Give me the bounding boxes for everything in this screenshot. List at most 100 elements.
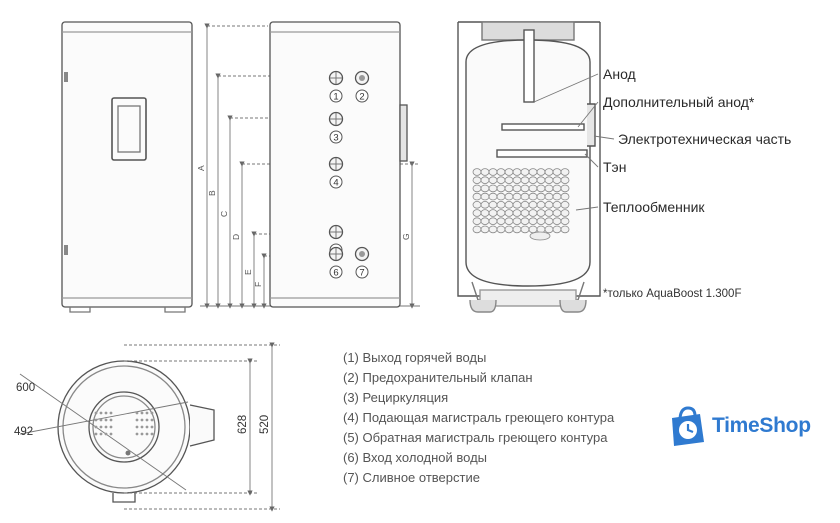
coil-turn: [472, 217, 482, 226]
coil-turn: [544, 176, 554, 185]
section-view: [457, 21, 601, 313]
plan-hole: [140, 418, 144, 422]
legend-item-1: (1) Выход горячей воды: [343, 350, 487, 365]
coil-turn: [512, 176, 522, 185]
legend-item-6: (6) Вход холодной воды: [343, 450, 487, 465]
port-plug-icon: [359, 75, 365, 81]
legend-item-5: (5) Обратная магистраль греющего контура: [343, 430, 608, 445]
port-number-circle: [355, 89, 369, 103]
dimension-letter-labels: A B C D E F G: [196, 165, 411, 287]
coil-turn: [536, 168, 546, 176]
plan-view: [19, 360, 215, 503]
coil-turn: [480, 192, 490, 201]
coil-turn: [480, 217, 490, 226]
coil-turn: [488, 217, 498, 226]
coil-turn: [528, 201, 538, 209]
coil-turn: [536, 184, 546, 193]
legend-item-4: (4) Подающая магистраль греющего контура: [343, 410, 615, 425]
dim-letter-b: B: [207, 190, 217, 196]
coil-turn: [472, 184, 482, 193]
port-number-circle: [329, 175, 343, 189]
plan-hole: [104, 425, 108, 429]
timeshop-watermark: TimeShop: [664, 404, 811, 448]
plan-hole: [145, 425, 149, 429]
coil-turn: [504, 209, 514, 217]
coil-turn: [496, 176, 506, 185]
dim-letter-e: E: [243, 269, 253, 275]
coil-turn: [504, 176, 514, 185]
model-note: *только AquaBoost 1.300F: [603, 288, 742, 300]
coil-turn: [520, 201, 530, 209]
coil-turn: [512, 192, 522, 201]
plan-dimension-labels: 600 492 628 520: [14, 382, 271, 438]
coil-turn: [560, 217, 570, 226]
coil-turn: [552, 217, 562, 226]
coil-turn: [472, 201, 482, 209]
coil-turn: [496, 209, 506, 217]
coil-turn: [528, 192, 538, 201]
coil-turn: [488, 209, 498, 217]
plan-dimension-lines: [124, 342, 280, 512]
coil-turn: [512, 225, 522, 234]
coil-turn: [472, 225, 482, 234]
port-number-circle: [355, 265, 369, 279]
plan-hole: [140, 432, 144, 436]
port-number-circle: [329, 130, 343, 144]
coil-turn: [472, 209, 482, 217]
coil-turn: [520, 192, 530, 201]
coil-turn: [520, 176, 530, 185]
plan-hole: [109, 432, 113, 436]
coil-turn: [552, 209, 562, 217]
coil-turn: [496, 192, 506, 201]
coil-turn: [528, 168, 538, 176]
plan-hole: [109, 425, 113, 429]
coil-turn: [528, 184, 538, 193]
coil-turn: [536, 201, 546, 209]
plan-hole: [145, 418, 149, 422]
coil-turn: [480, 209, 490, 217]
plan-hole: [135, 425, 139, 429]
heat-exchanger-coil: [472, 168, 570, 241]
dim-letter-a: A: [196, 165, 206, 171]
coil-outlet: [529, 231, 551, 241]
coil-turn: [528, 225, 538, 234]
plan-dim-492: 492: [14, 426, 33, 438]
plan-hole: [99, 411, 103, 415]
plan-hole: [150, 425, 154, 429]
coil-turn: [512, 184, 522, 193]
brand-name: TimeShop: [712, 414, 811, 437]
coil-turn: [528, 209, 538, 217]
coil-turn: [560, 225, 570, 234]
coil-turn: [544, 201, 554, 209]
coil-turn: [552, 168, 562, 176]
coil-turn: [488, 184, 498, 193]
port-3: 3: [328, 111, 344, 144]
port-plug-icon: [359, 251, 365, 257]
coil-turn: [480, 201, 490, 209]
coil-turn: [544, 192, 554, 201]
port-number-circle: [329, 265, 343, 279]
plan-hole: [99, 418, 103, 422]
plan-hole: [135, 432, 139, 436]
legend-item-2: (2) Предохранительный клапан: [343, 370, 533, 385]
port-1: 1: [328, 70, 344, 103]
coil-turn: [496, 168, 506, 176]
coil-turn: [552, 225, 562, 234]
callout-heater: Тэн: [603, 159, 627, 175]
port-number-label: 2: [359, 92, 364, 103]
coil-turn: [488, 176, 498, 185]
plan-hole: [109, 418, 113, 422]
coil-turn: [488, 201, 498, 209]
dim-letter-c: C: [219, 211, 229, 217]
plan-dim-600: 600: [16, 382, 35, 394]
plan-hole: [145, 432, 149, 436]
coil-turn: [512, 201, 522, 209]
port-2: 2: [354, 70, 370, 103]
coil-turn: [560, 184, 570, 193]
coil-turn: [560, 201, 570, 209]
coil-turn: [552, 192, 562, 201]
legend-item-3: (3) Рециркуляция: [343, 390, 449, 405]
plan-hole: [99, 425, 103, 429]
plan-hole: [109, 411, 113, 415]
